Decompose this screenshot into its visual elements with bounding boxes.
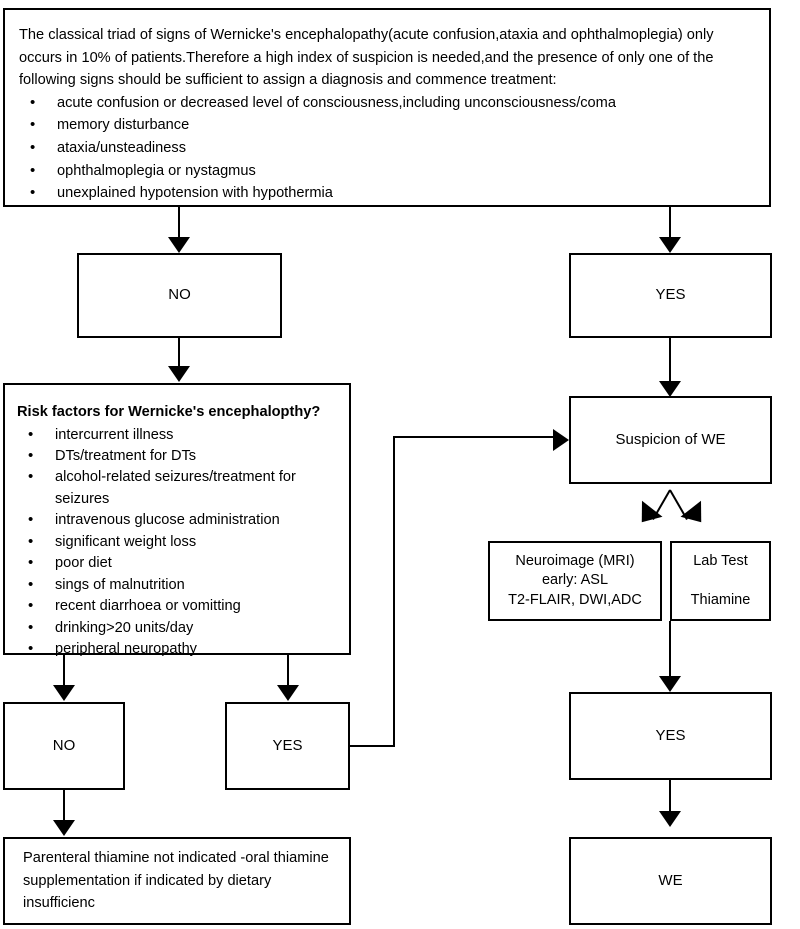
arrowhead-suspicion-to-lab-test xyxy=(680,500,712,531)
connector-yes-top-to-suspicion xyxy=(669,338,671,386)
node-neuroimage-mri: Neuroimage (MRI) early: ASL T2-FLAIR, DW… xyxy=(488,541,662,621)
connector-no-mid-to-parenteral xyxy=(63,790,65,827)
connector-risk-to-no-mid xyxy=(63,655,65,691)
intro-criteria-box: The classical triad of signs of Wernicke… xyxy=(3,8,771,207)
connector-tests-to-yes-right xyxy=(669,621,671,683)
list-item: ataxia/unsteadiness xyxy=(19,136,755,160)
node-label: Parenteral thiamine not indicated -oral … xyxy=(23,850,329,912)
node-no-top: NO xyxy=(77,253,282,338)
node-label: Lab Test Thiamine xyxy=(690,552,751,608)
list-item: sings of malnutrition xyxy=(17,574,337,597)
node-no-mid: NO xyxy=(3,702,125,790)
connector-yes-mid-to-suspicion xyxy=(393,436,557,438)
arrowhead-risk-to-no-mid xyxy=(53,685,75,701)
arrowhead-intro-to-yes-top xyxy=(659,237,681,253)
node-label: NO xyxy=(52,736,76,754)
node-label: Neuroimage (MRI) early: ASL T2-FLAIR, DW… xyxy=(508,552,642,608)
node-label: YES xyxy=(272,736,303,754)
list-item: drinking>20 units/day xyxy=(17,617,337,640)
list-item: unexplained hypotension with hypothermia xyxy=(19,181,755,205)
list-item: memory disturbance xyxy=(19,113,755,137)
node-yes-top: YES xyxy=(569,253,772,338)
list-item: significant weight loss xyxy=(17,531,337,554)
arrowhead-tests-to-yes-right xyxy=(659,676,681,692)
arrowhead-yes-mid-to-suspicion xyxy=(553,429,569,451)
list-item: DTs/treatment for DTs xyxy=(17,445,337,468)
list-item: acute confusion or decreased level of co… xyxy=(19,91,755,115)
arrowhead-yes-right-to-we xyxy=(659,811,681,827)
list-item: recent diarrhoea or vomitting xyxy=(17,595,337,618)
intro-bullet-list: acute confusion or decreased level of co… xyxy=(19,91,755,205)
connector-yes-mid-riser xyxy=(393,436,395,747)
node-label: NO xyxy=(168,286,191,304)
list-item: alcohol-related seizures/treatment for s… xyxy=(17,466,337,510)
arrowhead-yes-top-to-suspicion xyxy=(659,381,681,397)
connector-risk-to-yes-mid xyxy=(287,655,289,691)
intro-paragraph: The classical triad of signs of Wernicke… xyxy=(19,27,714,89)
arrowhead-no-mid-to-parenteral xyxy=(53,820,75,836)
connector-no-top-to-risk-factors xyxy=(178,338,180,369)
arrowhead-intro-to-no-top xyxy=(168,237,190,253)
list-item: ophthalmoplegia or nystagmus xyxy=(19,159,755,183)
connector-yes-right-to-we xyxy=(669,780,671,818)
node-we-final: WE xyxy=(569,837,772,925)
list-item: peripheral neuropathy xyxy=(17,638,337,661)
node-risk-factors: Risk factors for Wernicke's encephalopth… xyxy=(3,383,351,660)
list-item: poor diet xyxy=(17,552,337,575)
connector-intro-to-no-top xyxy=(178,207,180,243)
node-label: YES xyxy=(655,726,686,744)
arrowhead-risk-to-yes-mid xyxy=(277,685,299,701)
node-parenteral-thiamine: Parenteral thiamine not indicated -oral … xyxy=(3,837,351,925)
node-label: YES xyxy=(655,286,686,304)
risk-factors-heading: Risk factors for Wernicke's encephalopth… xyxy=(17,404,321,420)
node-yes-right: YES xyxy=(569,692,772,780)
node-lab-test: Lab Test Thiamine xyxy=(670,541,771,621)
risk-factors-bullet-list: intercurrent illness DTs/treatment for D… xyxy=(17,424,337,661)
node-yes-mid: YES xyxy=(225,702,350,790)
arrowhead-no-top-to-risk-factors xyxy=(168,366,190,382)
connector-intro-to-yes-top xyxy=(669,207,671,243)
list-item: intercurrent illness xyxy=(17,424,337,447)
connector-yes-mid-right-stub xyxy=(350,745,395,747)
node-label: Suspicion of WE xyxy=(615,430,726,448)
list-item: intravenous glucose administration xyxy=(17,509,337,532)
node-label: WE xyxy=(658,871,683,889)
node-suspicion-of-we: Suspicion of WE xyxy=(569,396,772,484)
arrowhead-suspicion-to-neuroimage xyxy=(631,500,663,531)
